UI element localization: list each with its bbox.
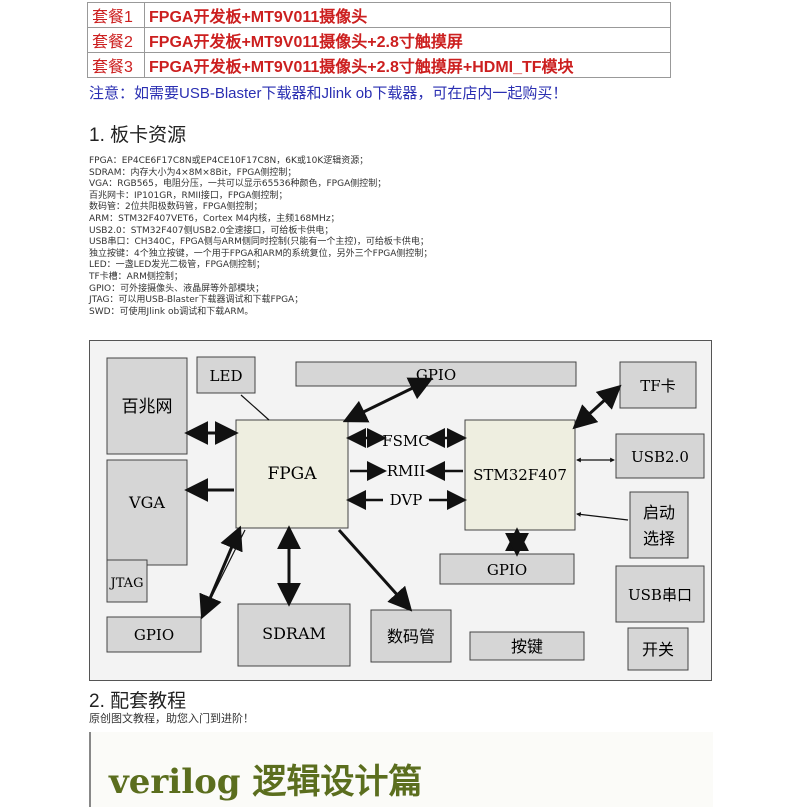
keys-label: 按键 [511, 637, 543, 656]
spec-item: 百兆网卡：IP101GR，RMII接口，FPGA侧控制； [89, 190, 288, 201]
spec-item: USB串口：CH340C，FPGA侧与ARM侧同时控制(只能有一个主控)，可给板… [89, 237, 429, 248]
line-fpga-jtag [208, 529, 246, 603]
sdram-label: SDRAM [262, 624, 326, 643]
board-block-diagram: 百兆网 LED GPIO TF卡 VGA FPGA STM32F407 USB2… [89, 340, 712, 681]
spec-item: ARM：STM32F407VET6，Cortex M4内核，主频168MHz； [89, 213, 340, 224]
spec-item: SWD：可使用Jlink ob调试和下载ARM。 [89, 306, 254, 317]
jtag-label: JTAG [109, 576, 144, 591]
package-name: 套餐3 [87, 52, 145, 78]
boot-select-block: 启动 选择 [629, 491, 689, 559]
usb2-label: USB2.0 [631, 448, 689, 466]
gpio-top-block: GPIO [295, 361, 577, 387]
spec-item: JTAG：可以用USB-Blaster下载器调试和下载FPGA； [89, 295, 304, 306]
dvp-label: DVP [390, 491, 423, 509]
svg-text:启动: 启动 [643, 503, 675, 522]
package-desc: FPGA开发板+MT9V011摄像头+2.8寸触摸屏+HDMI_TF模块 [144, 52, 671, 78]
vga-block: VGA [106, 459, 188, 566]
arrow-fpga-gpio-top [342, 377, 434, 423]
gpio-top-label: GPIO [416, 366, 456, 384]
spec-item: 独立按键：4个独立按键，一个用于FPGA和ARM的系统复位，另外三个FPGA侧控… [89, 248, 433, 259]
spec-item: LED：一盏LED发光二极管，FPGA侧控制； [89, 260, 265, 271]
line-fpga-led [240, 394, 270, 421]
spec-item: FPGA：EP4CE6F17C8N或EP4CE10F17C8N，6K或10K逻辑… [89, 156, 369, 166]
spec-item: VGA：RGB565，电阻分压，一共可以显示65536种颜色，FPGA侧控制； [89, 179, 387, 190]
spec-list: FPGA：EP4CE6F17C8N或EP4CE10F17C8N，6K或10K逻辑… [89, 156, 432, 318]
segment-display-block: 数码管 [370, 609, 452, 663]
banner-title: verilog 逻辑设计篇 [109, 762, 423, 802]
tf-card-block: TF卡 [619, 361, 697, 409]
package-name: 套餐1 [87, 2, 145, 28]
package-row: 套餐1 FPGA开发板+MT9V011摄像头 [87, 2, 671, 28]
gpio-arm-label: GPIO [487, 561, 527, 579]
fpga-label: FPGA [267, 464, 317, 484]
sdram-block: SDRAM [237, 603, 351, 667]
package-row: 套餐2 FPGA开发板+MT9V011摄像头+2.8寸触摸屏 [87, 27, 671, 53]
arrow-stm32-tf [572, 384, 622, 430]
fpga-block: FPGA [235, 419, 349, 529]
package-desc: FPGA开发板+MT9V011摄像头 [144, 2, 671, 28]
purchase-notice: 注意：如需要USB-Blaster下载器和Jlink ob下载器，可在店内一起购… [89, 85, 568, 102]
gpio-left-label: GPIO [134, 626, 174, 644]
stm32-label: STM32F407 [473, 466, 567, 484]
usb2-block: USB2.0 [615, 433, 705, 479]
arrow-fpga-segment [337, 528, 413, 612]
gpio-left-block: GPIO [106, 616, 202, 653]
segment-display-label: 数码管 [387, 627, 435, 646]
tf-card-label: TF卡 [640, 377, 675, 395]
connection-arrows [184, 377, 629, 620]
usb-serial-block: USB串口 [615, 565, 705, 623]
fsmc-label: FSMC [382, 432, 430, 450]
spec-item: SDRAM：内存大小为4×8M×8Bit，FPGA侧控制； [89, 167, 297, 178]
stm32-block: STM32F407 [464, 419, 576, 531]
ethernet-block: 百兆网 [106, 357, 188, 455]
led-block: LED [196, 356, 256, 394]
ethernet-label: 百兆网 [122, 397, 173, 417]
svg-text:选择: 选择 [643, 529, 675, 548]
package-desc: FPGA开发板+MT9V011摄像头+2.8寸触摸屏 [144, 27, 671, 53]
tutorial-banner: verilog 逻辑设计篇 [89, 732, 713, 807]
tutorial-subtitle: 原创图文教程，助您入门到进阶！ [89, 712, 254, 725]
keys-block: 按键 [469, 631, 585, 661]
jtag-block: JTAG [106, 559, 148, 603]
rmii-label: RMII [387, 462, 426, 480]
spec-item: USB2.0：STM32F407侧USB2.0全速接口，可给板卡供电； [89, 225, 334, 236]
spec-item: GPIO：可外接摄像头、液晶屏等外部模块； [89, 283, 265, 294]
arrow-boot-stm32 [576, 512, 629, 521]
package-name: 套餐2 [87, 27, 145, 53]
package-table: 套餐1 FPGA开发板+MT9V011摄像头 套餐2 FPGA开发板+MT9V0… [87, 2, 671, 78]
usb-serial-label: USB串口 [628, 586, 692, 604]
spec-item: TF卡槽：ARM侧控制； [89, 271, 183, 282]
package-row: 套餐3 FPGA开发板+MT9V011摄像头+2.8寸触摸屏+HDMI_TF模块 [87, 52, 671, 78]
switch-label: 开关 [642, 640, 674, 659]
section-title-board-resources: 1. 板卡资源 [89, 125, 187, 146]
section-title-tutorials: 2. 配套教程 [89, 691, 187, 712]
switch-block: 开关 [627, 627, 689, 671]
led-label: LED [210, 367, 243, 385]
vga-label: VGA [128, 493, 165, 512]
gpio-arm-block: GPIO [439, 553, 575, 585]
spec-item: 数码管：2位共阳极数码管，FPGA侧控制； [89, 202, 263, 213]
